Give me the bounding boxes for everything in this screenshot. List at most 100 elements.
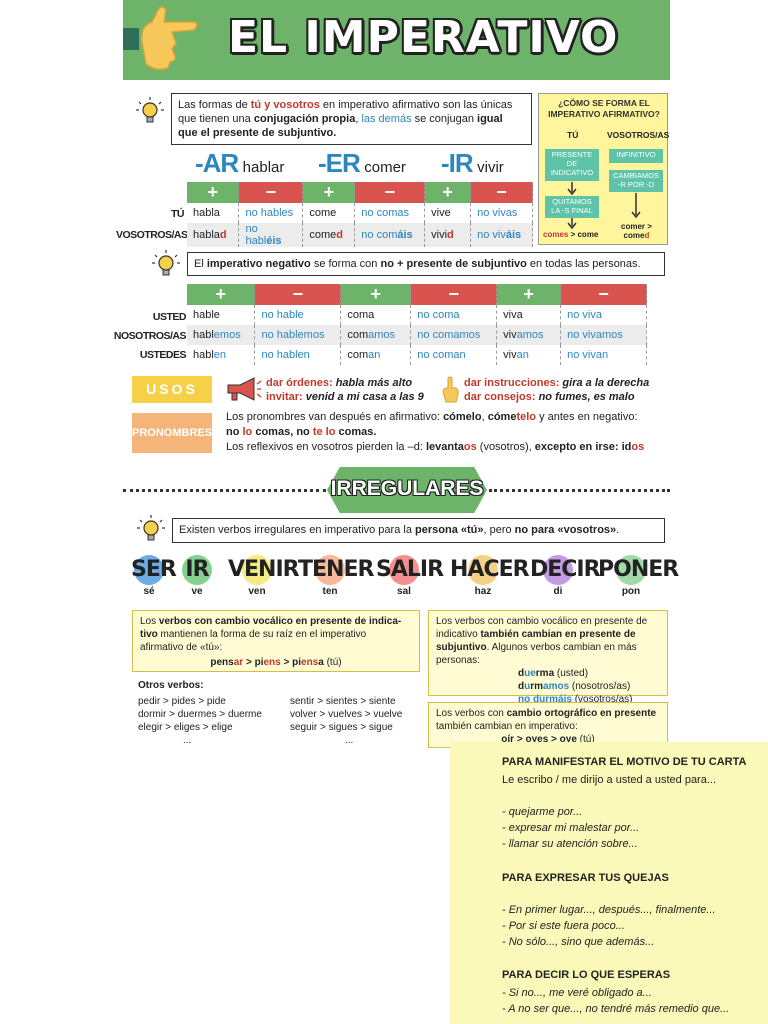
divider-left [123,489,326,492]
irregular-verb: TENER [298,557,374,582]
phrase: - quejarme por... [502,806,583,818]
irregular-form: pon [621,586,641,597]
plus-sign: + [302,182,356,203]
divider-right [489,489,670,492]
cell: vivid [424,223,472,247]
row-label-nosotros: NOSOTROS/AS [113,330,187,342]
pronombres-text: Los pronombres van después en afirmativo… [226,410,666,455]
phrase: - llamar su atención sobre... [502,838,638,850]
vocalico-note-1: Los verbos con cambio vocálico en presen… [132,610,420,672]
irregular-verb: SER [131,557,177,582]
negativo-note: El imperativo negativo se forma con no +… [187,252,665,276]
otros-title: Otros verbos: [138,680,204,691]
otros-col1: pedir > pides > pide dormir > duermes > … [138,695,262,747]
vos-step1: INFINITIVO [609,149,663,163]
row-label-ustedes: USTEDES [139,349,187,361]
lightbulb-icon [152,250,180,276]
uso-ordenes: dar órdenes: habla más alto [266,377,413,389]
cell: vive [424,203,472,223]
cell: no comamos [410,325,498,345]
page-title: EL IMPERATIVO [228,12,619,63]
cell: no vivas [470,203,533,223]
minus-sign: − [238,182,304,203]
arrow-down-icon [631,193,641,219]
megaphone-icon [227,377,262,401]
minus-sign: − [470,182,533,203]
irregulares-banner [327,467,487,513]
usos-badge: USOS [132,376,212,403]
arrow-down-icon [567,182,577,196]
irregular-form: haz [474,586,492,597]
vocalico2-example2: durmamos (nosotros/as) [518,681,631,692]
title-banner [123,0,670,80]
cell: no comas [354,203,426,223]
raised-finger-icon [442,376,459,403]
pronombres-line2: no lo comas, no te lo comas. [226,426,377,438]
cell: hable [187,305,256,325]
plus-sign: + [424,182,472,203]
col-vosotros: VOSOTROS/AS [607,130,670,140]
verb-circle [315,555,345,585]
phrase: - expresar mi malestar por... [502,822,640,834]
conjugation-table-1: + − + − + − habla no hables come no coma… [187,182,533,247]
minus-sign: − [254,284,342,305]
phrase: - Si no..., me veré obligado a... [502,987,652,999]
ortografico-note: Los verbos con cambio ortográfico en pre… [428,702,668,748]
irregular-verb: SALIR [376,557,444,582]
irregular-form: ven [248,586,266,597]
vocalico-note-2: Los verbos con cambio vocálico en presen… [428,610,668,705]
table-row: hable no hable coma no coma viva no viva [187,305,647,325]
vos-step2: CAMBIAMOS -R POR -D [609,170,663,192]
row-label-usted: USTED [152,311,187,323]
cell: viva [496,305,562,325]
irregular-form: di [553,586,563,597]
cell: comed [302,223,356,247]
irregular-form: ten [322,586,338,597]
list-item: dormir > duermes > duerme [138,709,262,720]
minus-sign: − [410,284,498,305]
irregular-verb: DECIR [530,557,601,582]
irregulares-title: IRREGULARES [330,477,484,500]
cell: come [302,203,356,223]
vos-example: comer >comed [621,222,652,240]
irregulares-note: Existen verbos irregulares en imperativo… [172,518,665,543]
cell: no vivamos [560,325,647,345]
phrase: - A no ser que..., no tendré más remedio… [502,1003,730,1015]
conjugation-table-2: + − + − + − hable no hable coma no coma … [187,284,647,365]
section-heading: PARA MANIFESTAR EL MOTIVO DE TU CARTA [502,756,747,768]
cell: no hablen [254,345,342,365]
list-item: sentir > sientes > siente [290,696,396,707]
cell: vivan [496,345,562,365]
irregular-form: sal [397,586,411,597]
cell: no habléis [238,223,304,247]
ortografico-example: oír > oyes > oye (tú) [501,734,595,745]
verb-circle [468,555,498,585]
cell: coma [340,305,412,325]
plus-sign: + [187,182,240,203]
pronombres-badge: PRONOMBRES [132,413,212,453]
otros-col2: sentir > sientes > siente volver > vuelv… [290,695,402,747]
vocalico1-example: pensar > piens > piensa (tú) [210,657,342,668]
list-item: ... [183,735,192,746]
irregular-form: sé [143,586,155,597]
cuff-decoration [123,28,139,50]
list-item: volver > vuelves > vuelve [290,709,403,720]
list-item: ... [345,735,354,746]
er-header: -ER comer [318,148,406,178]
cell: no hablemos [254,325,342,345]
cell: comamos [340,325,412,345]
cell: no vivan [560,345,647,365]
phrase: - No sólo..., sino que además... [502,936,655,948]
table-row: hablemos no hablemos comamos no comamos … [187,325,647,345]
verb-circle [134,555,164,585]
vocalico2-example1: duerma (usted) [518,668,589,679]
ar-header: -AR hablar [195,148,285,178]
cell: no comáis [354,223,426,247]
list-item: seguir > sigues > sigue [290,722,393,733]
cell: no viváis [470,223,533,247]
col-tu: TÚ [567,130,579,140]
section-heading: PARA DECIR LO QUE ESPERAS [502,969,671,981]
cell: no coman [410,345,498,365]
cell: hablad [187,223,240,247]
tu-example: comes > come [543,230,599,239]
